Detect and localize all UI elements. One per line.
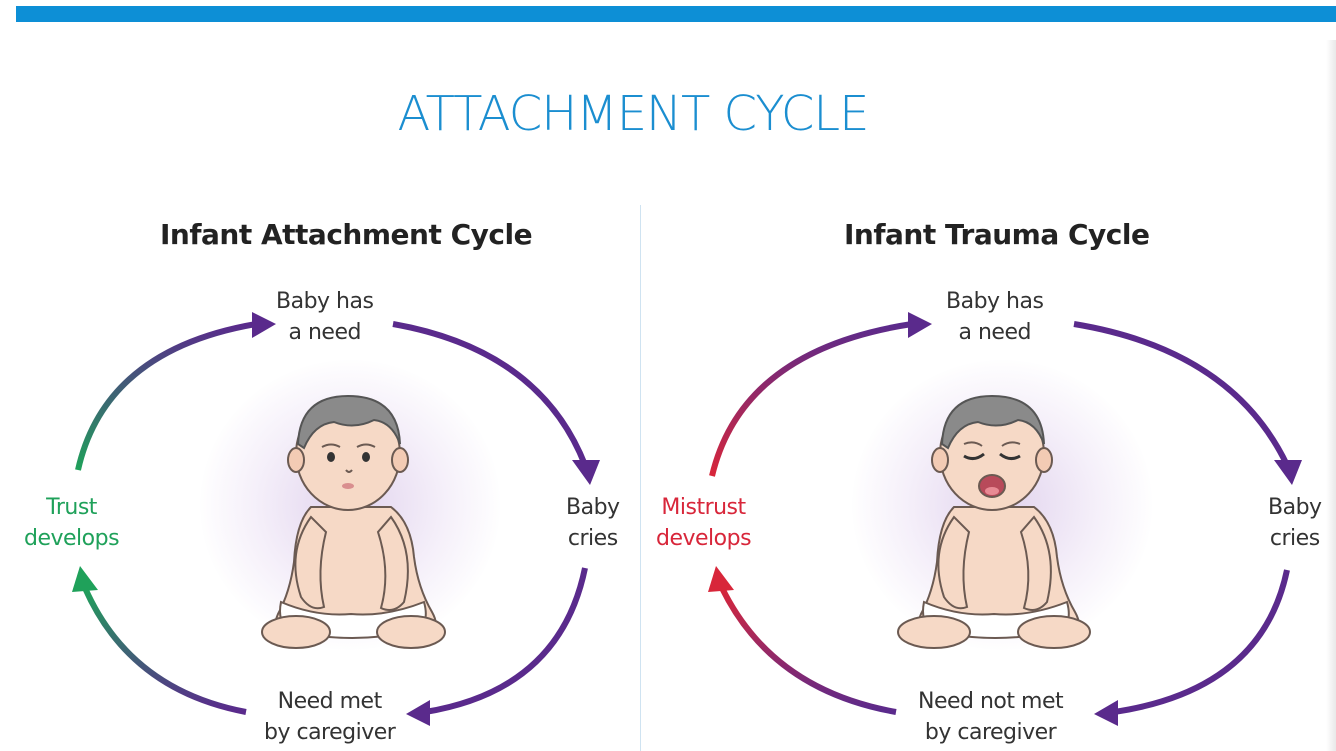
arrowhead-caregiver [406,700,430,726]
arrowhead-need [908,312,932,338]
arrowhead-trust [72,566,98,592]
content-baby-illustration [256,382,446,667]
arrow-cries-to-caregiver [1114,570,1287,712]
trauma-cycle-title: Infant Trauma Cycle [844,218,1149,251]
crying-baby-illustration [894,382,1094,667]
arrowhead-mistrust [708,566,734,592]
arrowhead-need [252,312,276,338]
arrowhead-cries [1274,460,1302,485]
arrow-caregiver-to-mistrust [722,588,896,712]
attachment-cycle-title: Infant Attachment Cycle [160,218,532,251]
arrowhead-caregiver [1094,700,1118,726]
arrowhead-cries [572,460,600,485]
arrow-caregiver-to-trust [85,588,246,712]
